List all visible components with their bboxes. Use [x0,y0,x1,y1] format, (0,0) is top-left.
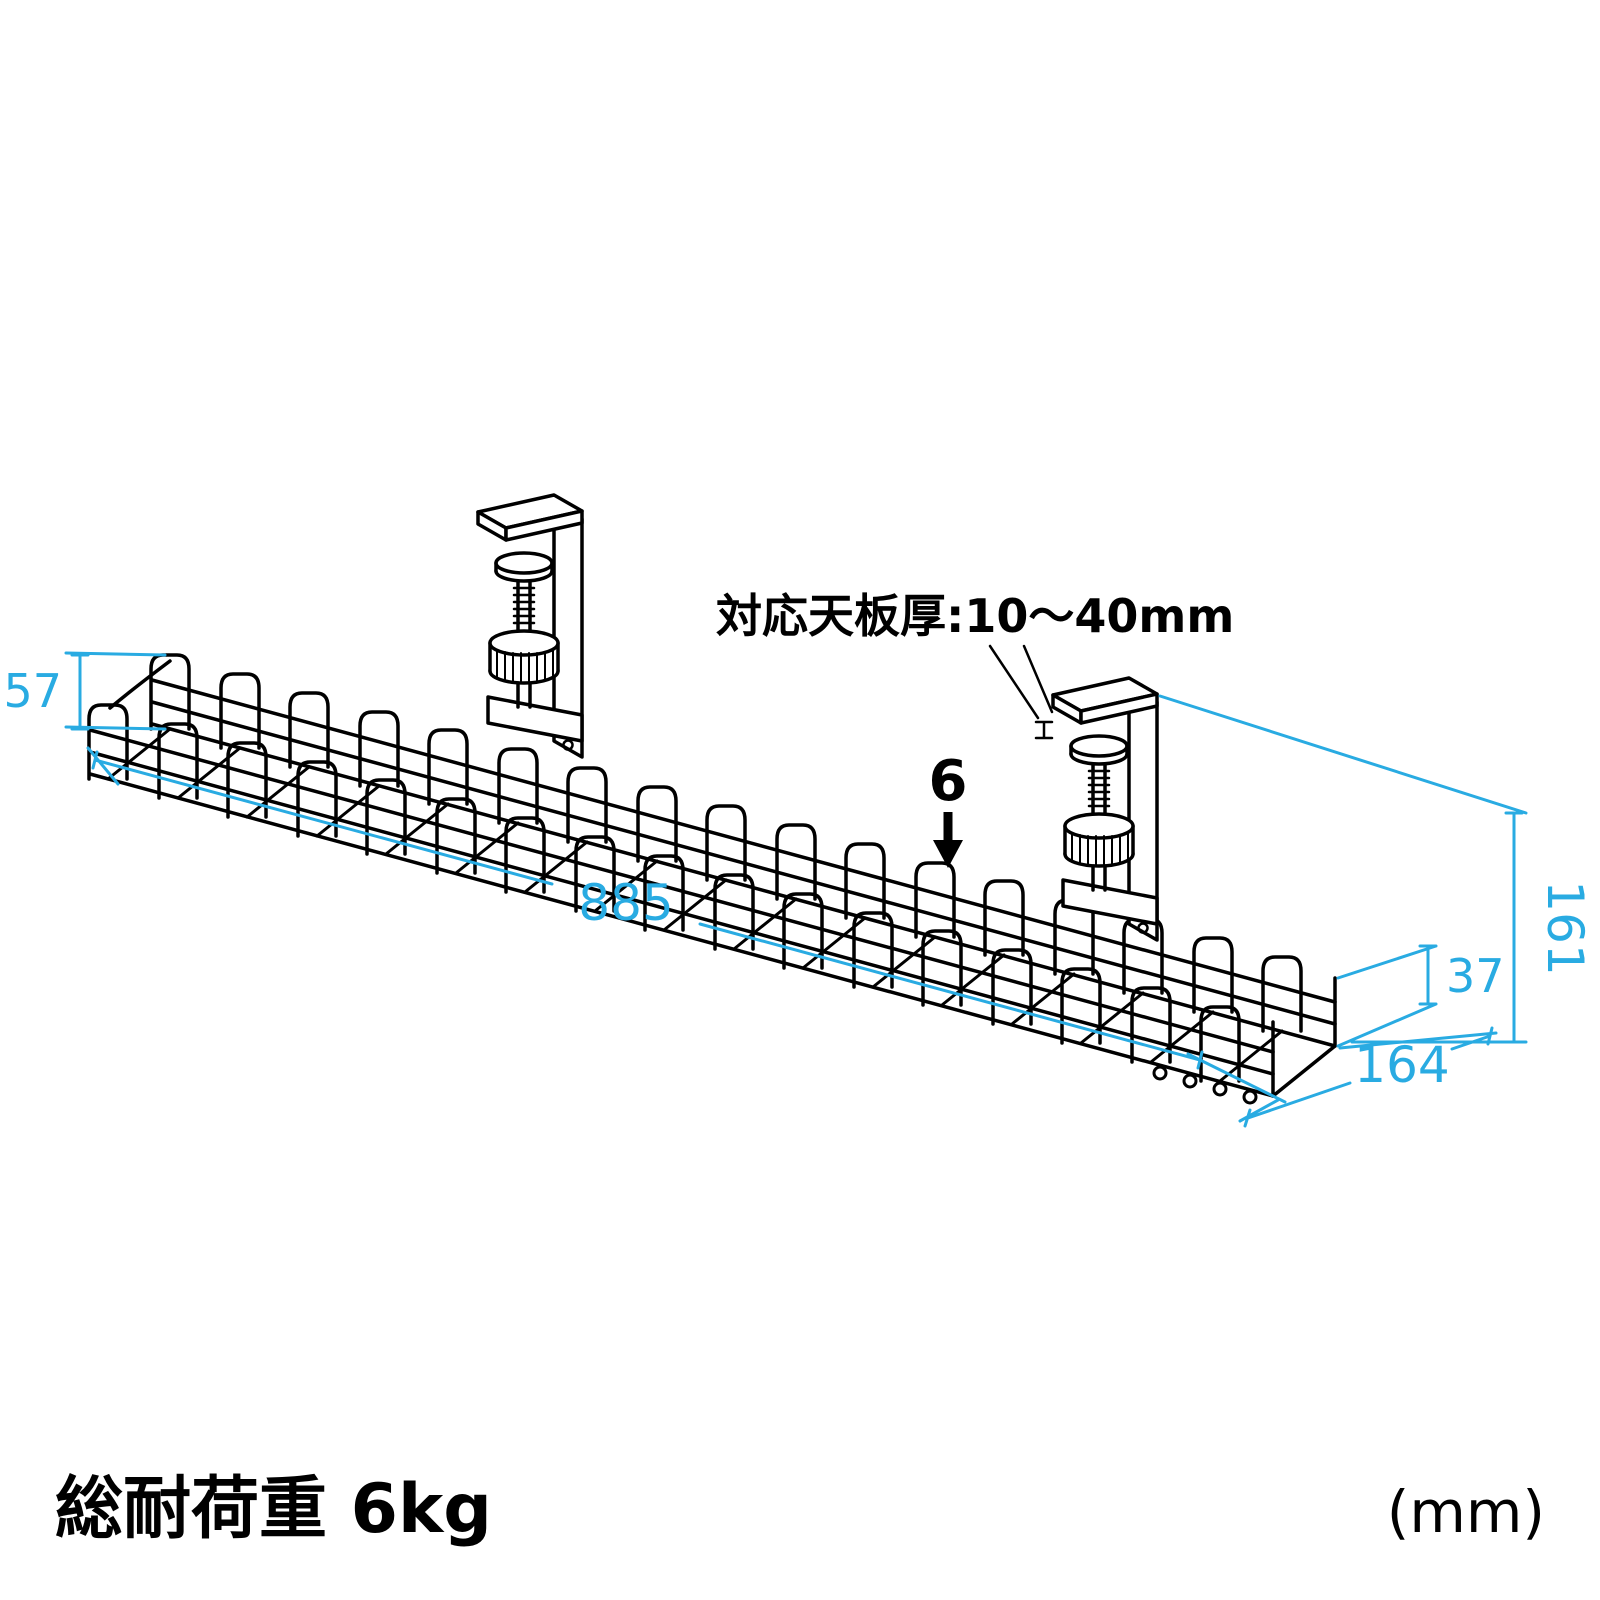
length-value: 885 [578,874,673,932]
dim-right-height-lines [1158,694,1528,1044]
dimension-values: 57 885 161 37 164 [3,664,1594,1094]
dim-depth-lines [1238,1026,1498,1128]
dim-side-height-lines [1336,944,1438,1048]
cable-tray-drawing [87,653,1337,1105]
wire-gauge-arrow-head [933,840,963,868]
tray-end-right [1271,976,1337,1098]
tray-bottom-hooks [1152,1065,1258,1105]
tray-bottom-wires [106,727,1284,1083]
dimension-lines [64,651,1528,1128]
unit-label: (mm) [1387,1478,1545,1546]
load-capacity-label: 総耐荷重 6kg [55,1470,492,1549]
desk-clamp-right [1051,676,1159,942]
dim-left-height-lines [64,651,167,731]
depth-value: 164 [1354,1036,1449,1094]
dim-length-lines [86,746,1287,1104]
board-thickness-leaders [988,644,1054,740]
tray-end-left [108,659,172,710]
board-thickness-annotation: 対応天板厚:10〜40mm [716,589,1234,740]
board-thickness-label: 対応天板厚:10〜40mm [716,589,1234,643]
desk-clamp-left [476,493,584,759]
right-height-value: 161 [1536,880,1594,975]
side-height-value: 37 [1446,949,1505,1003]
left-height-value: 57 [3,664,62,718]
wire-gauge-value: 6 [929,749,968,814]
wire-gauge-annotation: 6 [929,749,968,868]
